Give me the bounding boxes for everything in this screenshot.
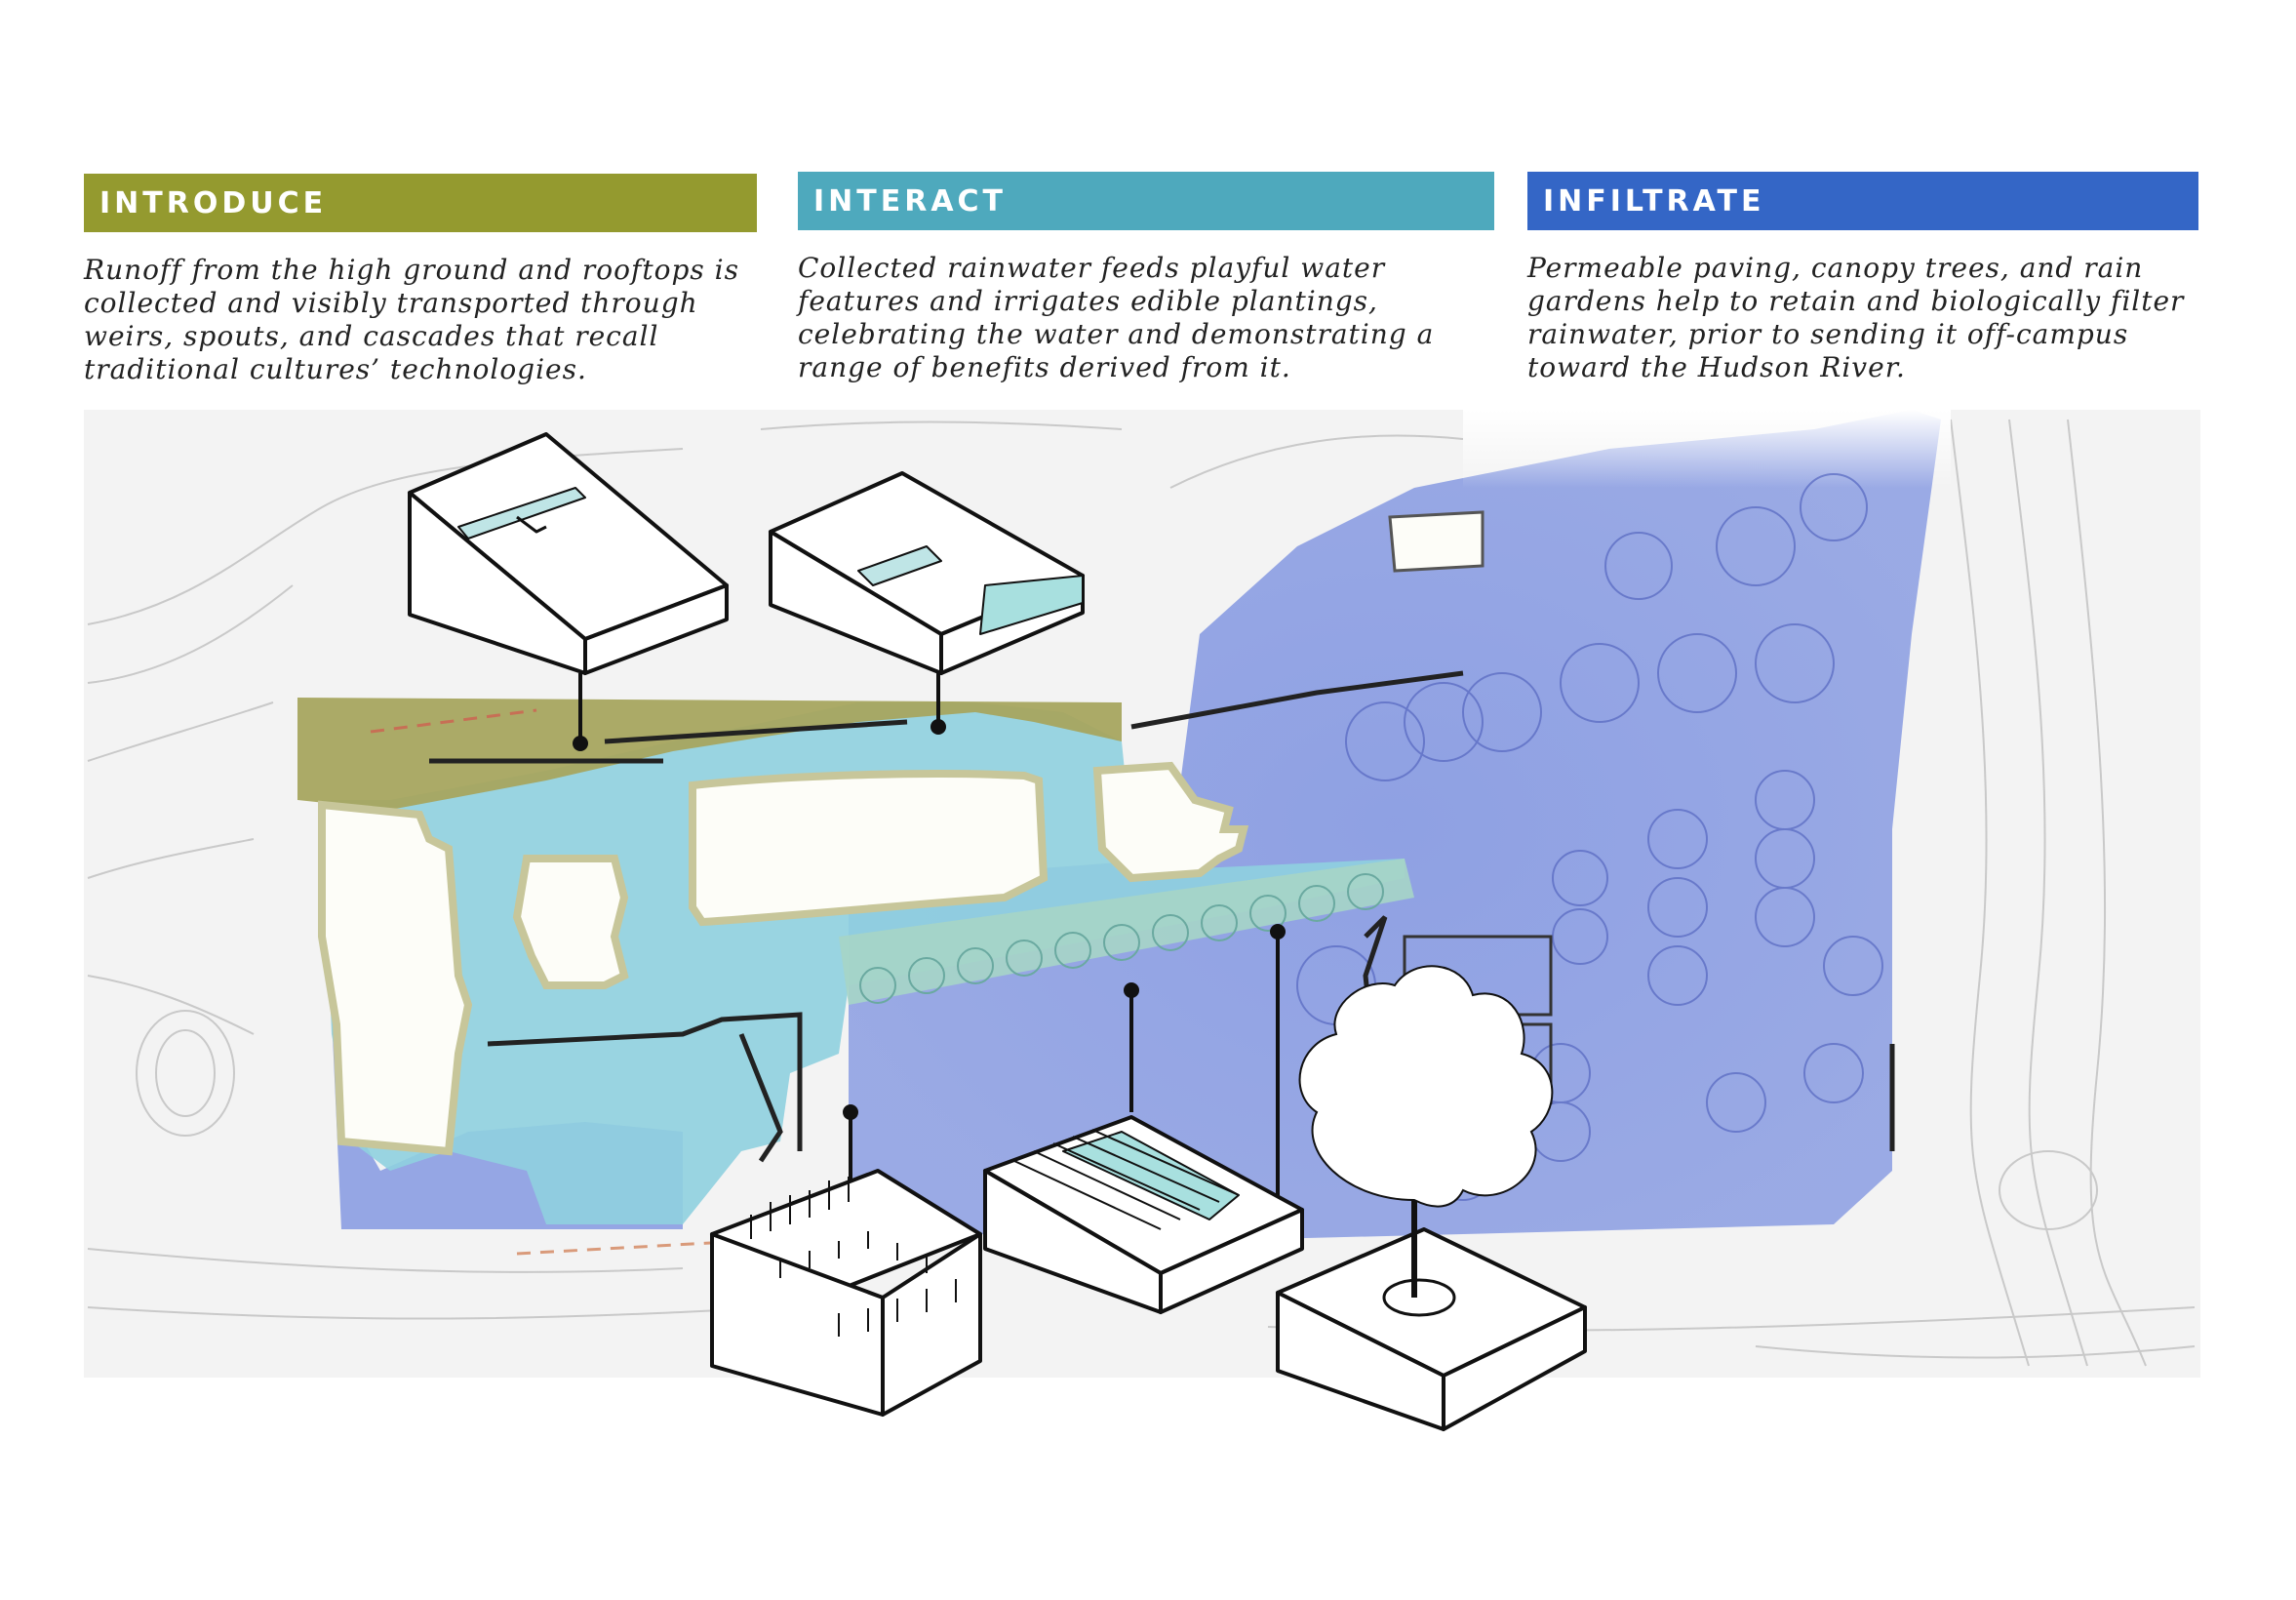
corridor-tree-circles <box>859 873 1384 1004</box>
water-stairs-inset <box>983 1115 1304 1314</box>
plant-sprigs <box>750 1177 957 1337</box>
interact-header: INTERACT <box>798 172 1494 230</box>
interact-column: INTERACT Collected rainwater feeds playf… <box>798 172 1494 384</box>
interact-heading: INTERACT <box>813 183 1008 219</box>
planting-terrace-inset <box>710 1169 982 1417</box>
infiltrate-header: INFILTRATE <box>1527 172 2198 230</box>
introduce-heading: INTRODUCE <box>99 185 328 220</box>
infiltrate-zone <box>849 410 1941 1239</box>
callout-dots <box>573 719 1286 1120</box>
introduce-header: INTRODUCE <box>84 174 757 232</box>
infiltrate-description: Permeable paving, canopy trees, and rain… <box>1527 252 2185 383</box>
buildings <box>318 510 1484 1156</box>
infiltrate-column: INFILTRATE Permeable paving, canopy tree… <box>1527 172 2198 384</box>
introduce-zone <box>297 698 1122 810</box>
building-west <box>318 800 473 1156</box>
building-courtyard <box>512 855 629 989</box>
tree-silhouette-icon <box>1298 965 1554 1208</box>
building-central <box>689 770 1049 927</box>
weir-inset <box>408 432 729 675</box>
top-fade <box>1463 410 1951 488</box>
infiltrate-heading: INFILTRATE <box>1543 183 1765 219</box>
building-east <box>1092 761 1249 883</box>
tree-pit-inset <box>1276 1200 1587 1431</box>
interact-description: Collected rainwater feeds playful water … <box>798 252 1435 383</box>
introduce-column: INTRODUCE Runoff from the high ground an… <box>84 174 757 386</box>
building-north <box>1388 510 1484 573</box>
spout-inset <box>769 471 1085 675</box>
introduce-description: Runoff from the high ground and rooftops… <box>84 254 739 385</box>
dashed-path-north <box>370 708 537 734</box>
